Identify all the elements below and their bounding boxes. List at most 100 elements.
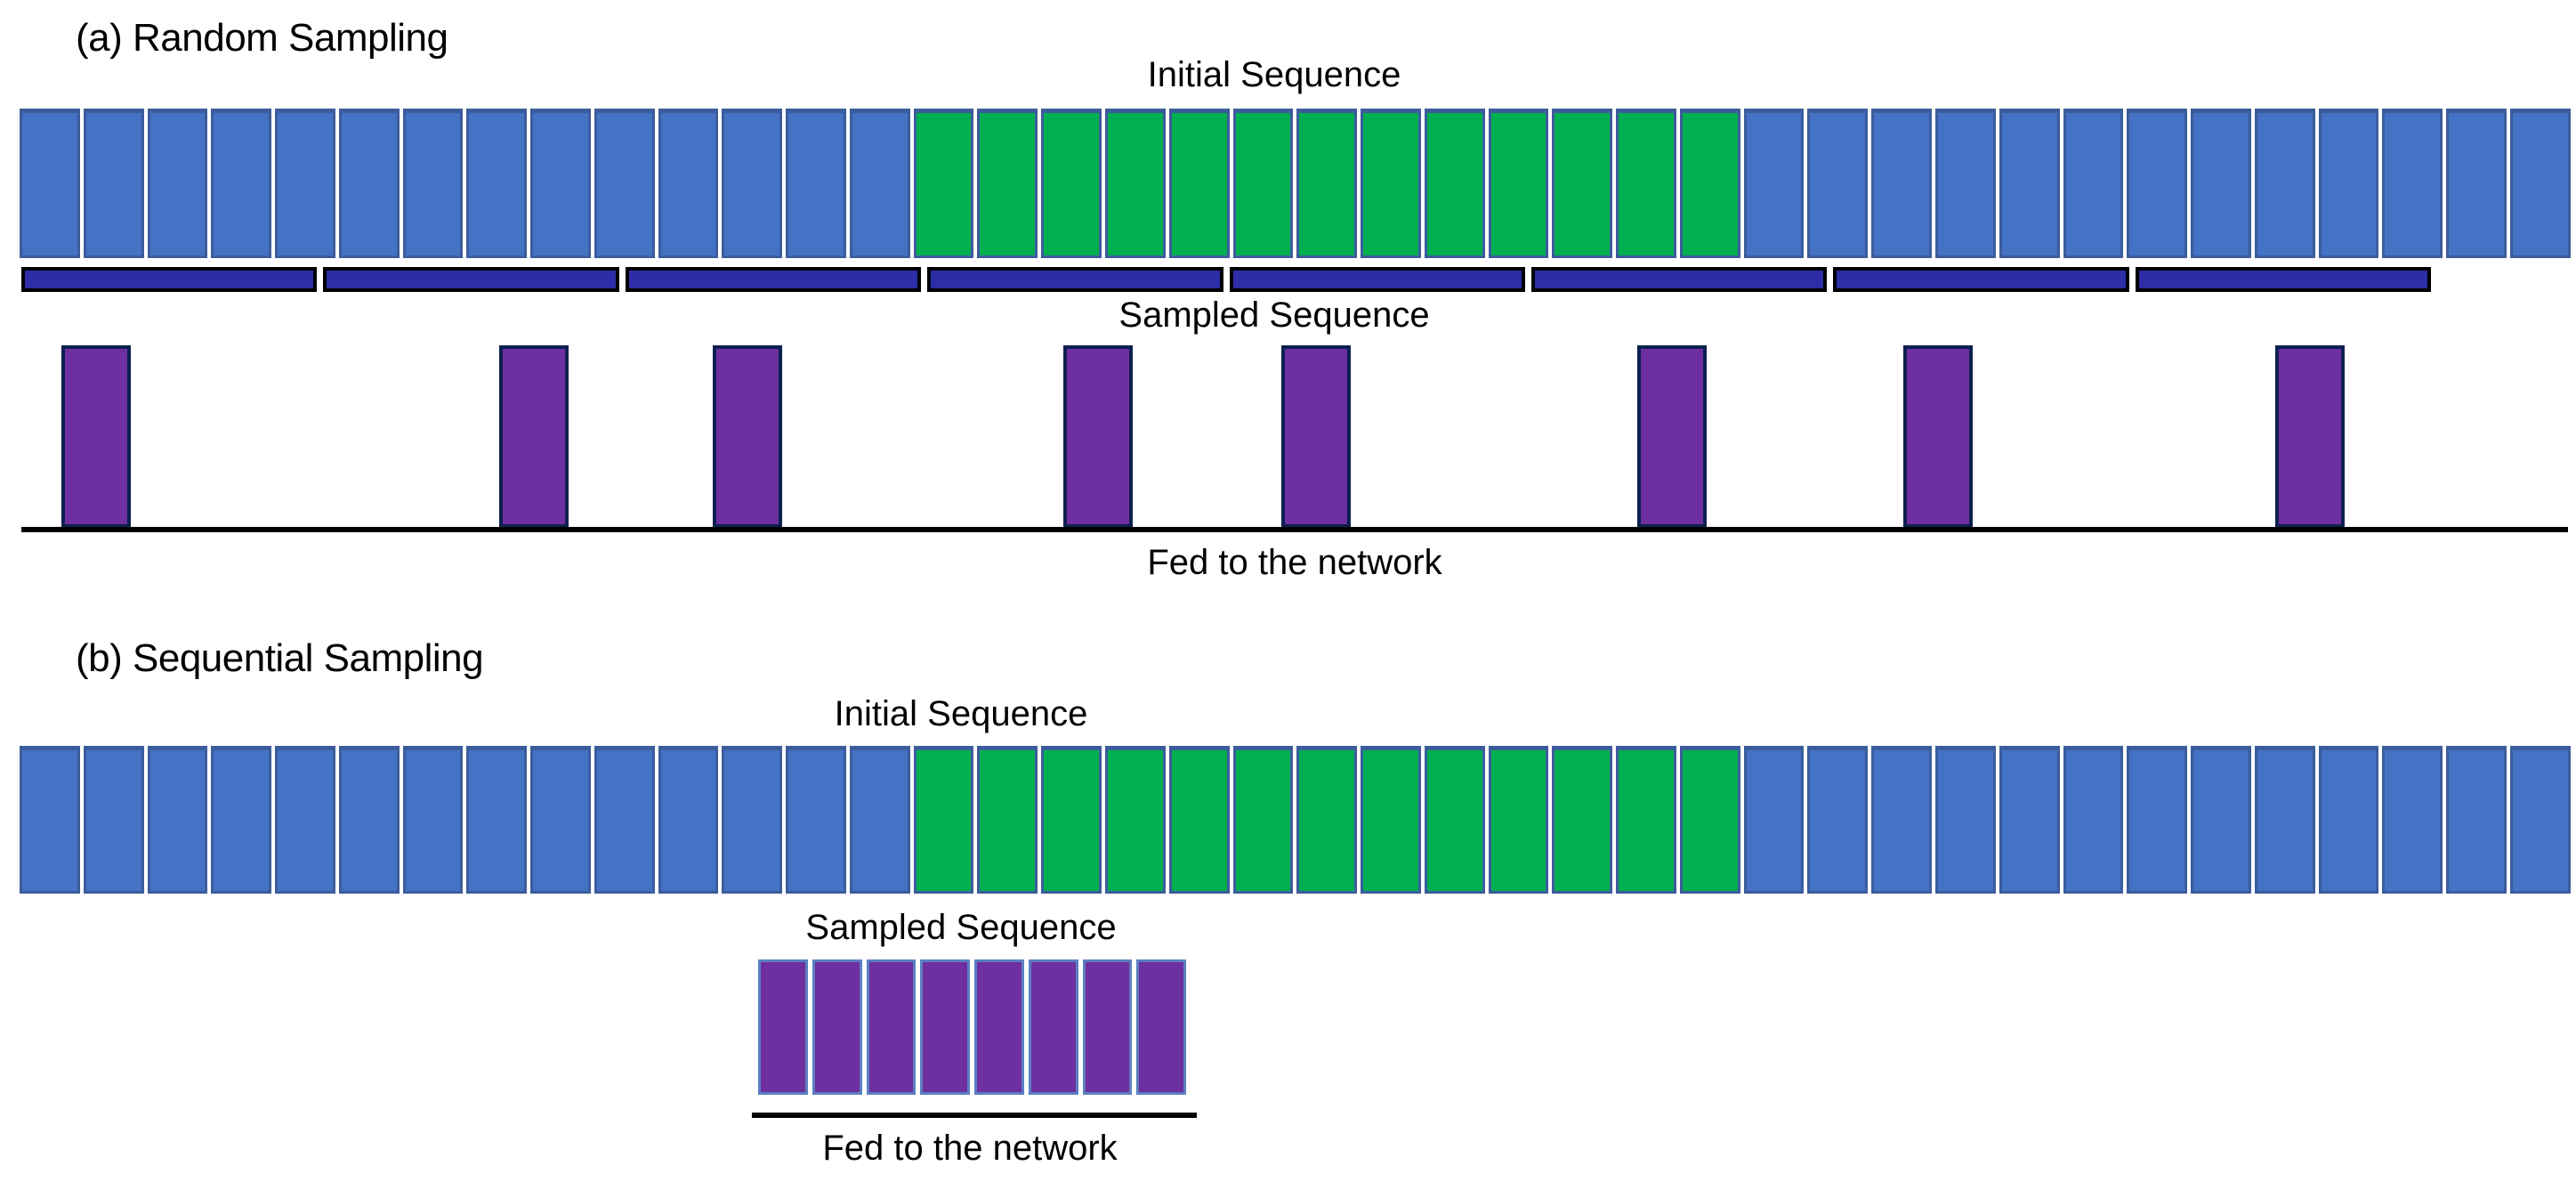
sequence-block-blue	[2127, 746, 2188, 894]
sequence-block-green	[1041, 746, 1102, 894]
sampled-block	[1281, 345, 1351, 528]
sequence-block-blue	[338, 109, 400, 258]
sequence-block-green	[1424, 746, 1485, 894]
sequence-block-blue	[275, 109, 335, 258]
sequence-block-blue	[530, 109, 591, 258]
sampled-block	[1903, 345, 1974, 528]
sequence-block-blue	[20, 109, 80, 258]
sequence-block-blue	[2127, 109, 2188, 258]
sequence-block-blue	[466, 746, 528, 894]
sampled-block	[866, 959, 917, 1095]
sequence-block-blue	[658, 109, 719, 258]
sampled-block	[712, 345, 782, 528]
sampled-block	[812, 959, 862, 1095]
sequence-block-green	[1041, 109, 1102, 258]
sampled-block	[1637, 345, 1708, 528]
sampled-block	[1028, 959, 1078, 1095]
sequence-block-blue	[1934, 109, 1996, 258]
sequence-block-blue	[402, 746, 464, 894]
sampled-block	[1082, 959, 1133, 1095]
sequence-block-blue	[2318, 746, 2379, 894]
sequence-block-blue	[338, 746, 400, 894]
sequence-block-blue	[1999, 109, 2060, 258]
sequence-block-blue	[147, 109, 208, 258]
sampled-block	[758, 959, 808, 1095]
panel-a-initial-sequence-strip	[20, 109, 2571, 258]
panel-b-fed-label: Fed to the network	[822, 1129, 1118, 1168]
panel-b-sampled-sequence-strip	[758, 959, 1186, 1095]
sequence-block-green	[1679, 109, 1740, 258]
chunk-segment	[927, 267, 1223, 292]
sequence-block-green	[1105, 109, 1166, 258]
sequence-block-blue	[211, 109, 272, 258]
sampled-block	[1136, 959, 1186, 1095]
sequence-block-green	[1232, 746, 1294, 894]
panel-a-fed-rule	[21, 527, 2568, 532]
sequence-block-blue	[658, 746, 719, 894]
chunk-segment	[2135, 267, 2431, 292]
panel-a-chunk-bracket-bar	[21, 267, 2431, 292]
sequence-block-green	[1105, 746, 1166, 894]
panel-a-initial-sequence-label: Initial Sequence	[1147, 55, 1401, 94]
sequence-block-blue	[2509, 109, 2571, 258]
sequence-block-green	[977, 746, 1038, 894]
sequence-block-green	[1168, 109, 1230, 258]
sequence-block-blue	[2446, 746, 2507, 894]
sequence-block-blue	[1807, 109, 1869, 258]
sequence-block-green	[1679, 746, 1740, 894]
sequence-block-blue	[2446, 109, 2507, 258]
sequence-block-blue	[1999, 746, 2060, 894]
sequence-block-blue	[849, 109, 910, 258]
sequence-block-green	[1361, 746, 1421, 894]
panel-a-sampled-sequence-label: Sampled Sequence	[1118, 295, 1430, 335]
sequence-block-blue	[1743, 109, 1805, 258]
sequence-block-blue	[402, 109, 464, 258]
sequence-block-green	[977, 109, 1038, 258]
sequence-block-blue	[1871, 746, 1932, 894]
sequence-block-blue	[466, 109, 528, 258]
panel-b-title: (b) Sequential Sampling	[76, 636, 484, 680]
sequence-block-blue	[2254, 746, 2315, 894]
sequence-block-green	[1296, 746, 1358, 894]
sequence-block-green	[913, 746, 974, 894]
sampled-block	[1062, 345, 1133, 528]
panel-a-title: (a) Random Sampling	[76, 16, 448, 60]
panel-a-fed-label: Fed to the network	[1147, 543, 1442, 582]
sequence-block-green	[1616, 746, 1676, 894]
sequence-block-blue	[20, 746, 80, 894]
sequence-block-blue	[594, 746, 655, 894]
sequence-block-blue	[83, 109, 144, 258]
sequence-block-blue	[2254, 109, 2315, 258]
sequence-block-blue	[1743, 746, 1805, 894]
sequence-block-blue	[1807, 746, 1869, 894]
sequence-block-blue	[722, 746, 783, 894]
sampled-block	[61, 345, 131, 528]
sequence-block-blue	[147, 746, 208, 894]
sequence-block-blue	[786, 109, 846, 258]
sequence-block-green	[1424, 109, 1485, 258]
sequence-block-green	[1232, 109, 1294, 258]
sequence-block-blue	[1871, 109, 1932, 258]
sequence-block-blue	[594, 109, 655, 258]
sequence-block-blue	[722, 109, 783, 258]
sequence-block-blue	[2318, 109, 2379, 258]
sequence-block-blue	[211, 746, 272, 894]
sequence-block-green	[1488, 746, 1549, 894]
sequence-block-green	[1168, 746, 1230, 894]
sequence-block-green	[1488, 109, 1549, 258]
sequence-block-blue	[2191, 109, 2251, 258]
sampled-block	[498, 345, 569, 528]
sequence-block-green	[1552, 109, 1613, 258]
chunk-segment	[625, 267, 922, 292]
sequence-block-blue	[2382, 746, 2443, 894]
sequence-block-blue	[1934, 746, 1996, 894]
sequence-block-green	[1361, 109, 1421, 258]
panel-b-sampled-sequence-label: Sampled Sequence	[805, 908, 1117, 947]
sequence-block-blue	[530, 746, 591, 894]
sequence-block-green	[913, 109, 974, 258]
sequence-block-blue	[2509, 746, 2571, 894]
sampled-block	[2275, 345, 2346, 528]
chunk-segment	[1229, 267, 1525, 292]
chunk-segment	[1833, 267, 2129, 292]
sampled-block	[974, 959, 1024, 1095]
